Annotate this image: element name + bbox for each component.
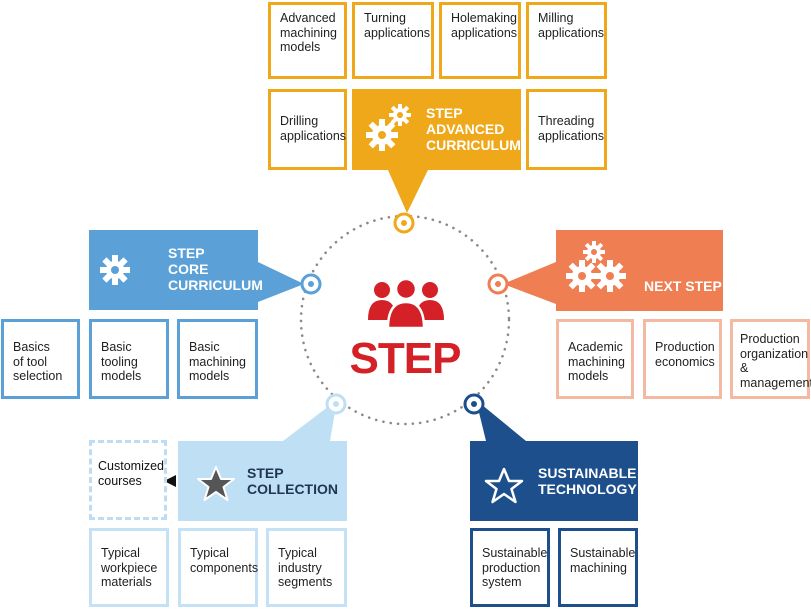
core-pointer	[258, 262, 304, 302]
sustainable-pointer	[476, 400, 526, 441]
core-item-basic-tooling-models: Basic tooling models	[89, 319, 169, 399]
advanced-item-advanced-machining-models: Advanced machining models	[268, 2, 347, 79]
sustainable-title: SUSTAINABLE TECHNOLOGY	[538, 465, 637, 497]
advanced-panel: STEP ADVANCED CURRICULUM	[352, 89, 521, 170]
next-panel: NEXT STEP	[556, 230, 723, 311]
advanced-item-milling-applications: Milling applications	[526, 2, 607, 79]
star-icon	[484, 467, 524, 504]
core-item-basics-of-tool-selection: Basics of tool selection	[1, 319, 80, 399]
next-title: NEXT STEP	[644, 278, 722, 294]
advanced-item-threading-applications: Threading applications	[526, 89, 607, 170]
advanced-pointer	[388, 170, 428, 213]
core-title: STEP CORE CURRICULUM	[168, 245, 263, 293]
people-group-icon	[368, 277, 444, 330]
collection-item-typical-workpiece-materials: Typical workpiece materials	[89, 528, 169, 607]
next-item-production-organization-management: Production organization & management	[730, 319, 811, 399]
customized-arrow-icon	[164, 475, 176, 487]
next-pointer	[503, 262, 556, 304]
advanced-item-turning-applications: Turning applications	[352, 2, 434, 79]
advanced-title: STEP ADVANCED CURRICULUM	[426, 105, 521, 153]
next-item-production-economics: Production economics	[643, 319, 722, 399]
sustainable-item-sustainable-machining: Sustainable machining	[558, 528, 638, 607]
collection-node	[325, 393, 347, 415]
collection-pointer	[283, 400, 337, 441]
core-item-basic-machining-models: Basic machining models	[177, 319, 258, 399]
core-panel: STEP CORE CURRICULUM	[89, 230, 263, 310]
gears-icon	[566, 241, 626, 292]
core-node	[300, 273, 322, 295]
collection-item-typical-industry-segments: Typical industry segments	[266, 528, 347, 607]
sustainable-item-sustainable-production-system: Sustainable production system	[470, 528, 550, 607]
collection-item-typical-components: Typical components	[178, 528, 258, 607]
center-title: STEP	[349, 334, 462, 383]
collection-title: STEP COLLECTION	[247, 465, 338, 497]
next-item-academic-machining-models: Academic machining models	[556, 319, 634, 399]
collection-panel: STEP COLLECTION	[178, 441, 347, 521]
advanced-node	[393, 212, 415, 234]
advanced-item-drilling-applications: Drilling applications	[268, 89, 347, 170]
sustainable-node	[463, 393, 485, 415]
next-node	[487, 273, 509, 295]
collection-item-customized-courses: Customized courses	[89, 440, 167, 520]
advanced-item-holemaking-applications: Holemaking applications	[439, 2, 521, 79]
gear-icon	[100, 255, 130, 285]
sustainable-panel: SUSTAINABLE TECHNOLOGY	[470, 441, 638, 521]
star-icon	[197, 466, 235, 501]
gears-icon	[366, 104, 411, 151]
